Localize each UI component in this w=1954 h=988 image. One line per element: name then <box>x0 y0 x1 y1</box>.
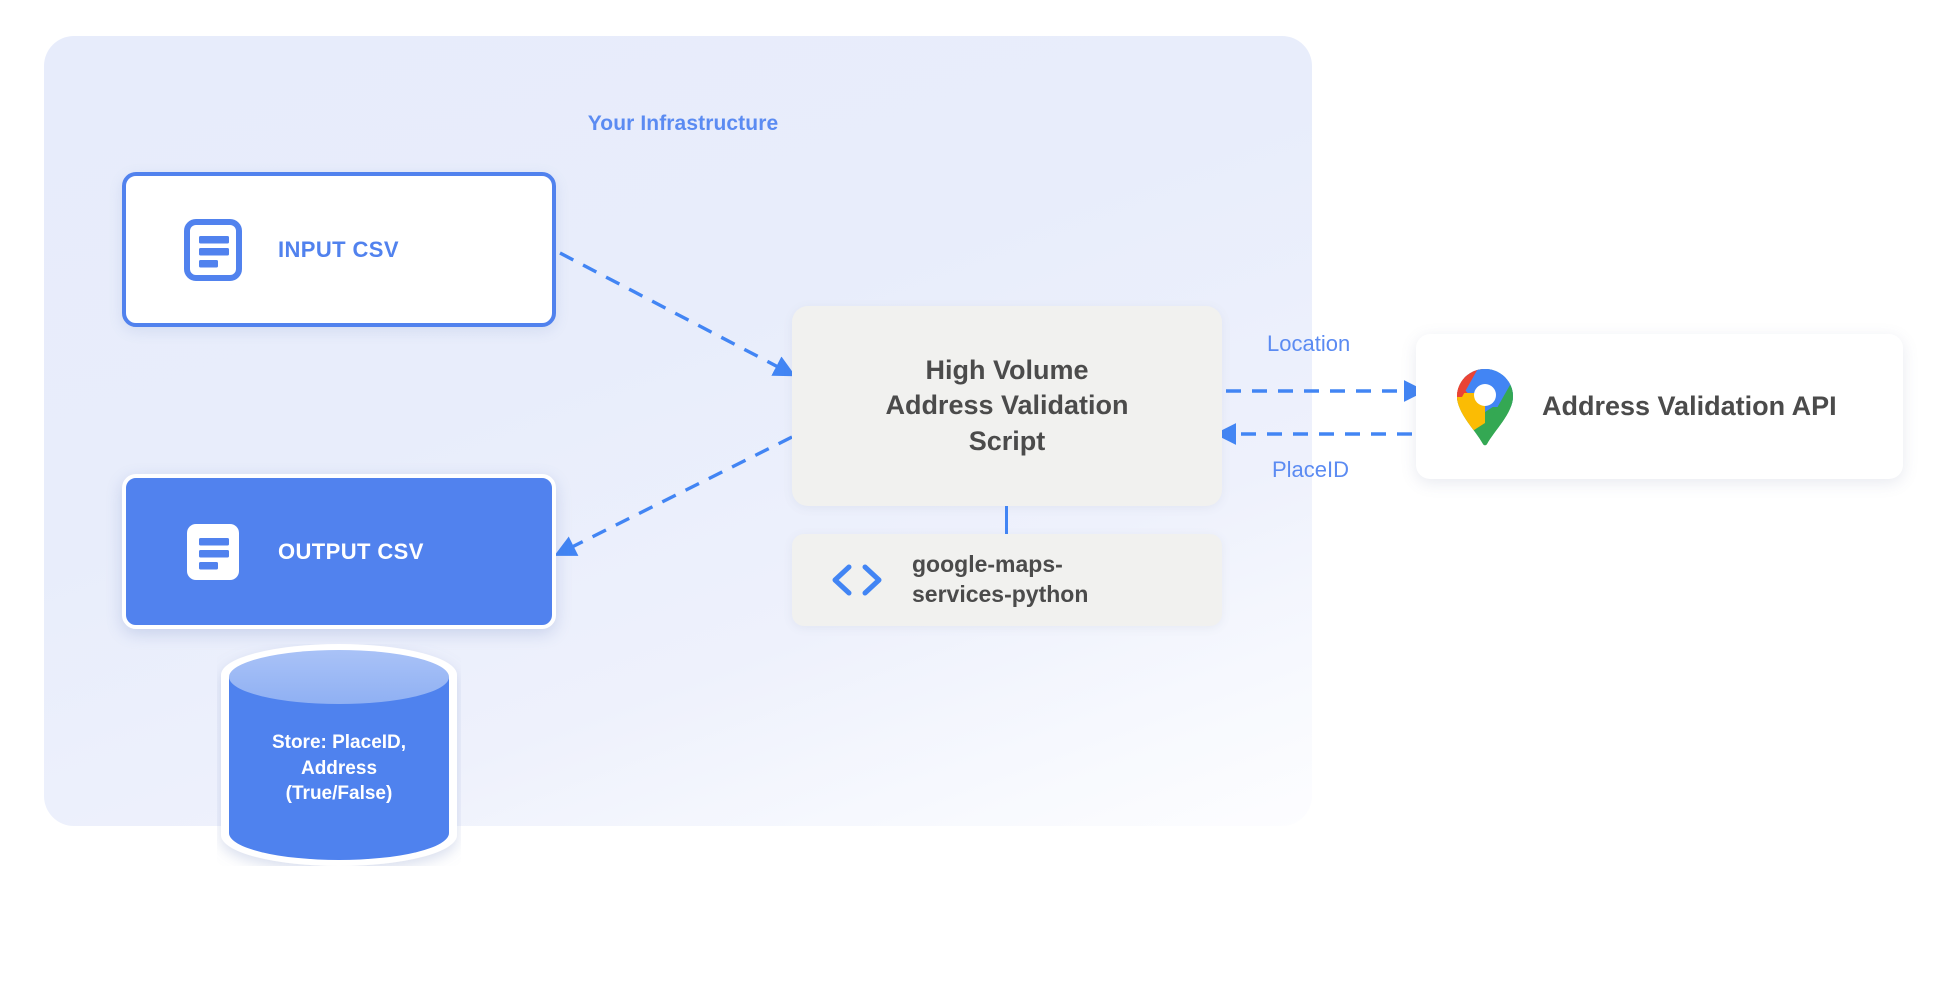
database-cylinder-icon <box>221 644 457 866</box>
library-label: google-maps- services-python <box>912 550 1088 610</box>
library-line-2: services-python <box>912 581 1089 607</box>
panel-title: Your Infrastructure <box>587 112 779 135</box>
node-input-csv[interactable]: INPUT CSV <box>122 172 556 327</box>
node-address-validation-api[interactable]: Address Validation API <box>1416 334 1903 479</box>
output-csv-label: OUTPUT CSV <box>278 538 424 564</box>
script-line-2: Address Validation <box>885 390 1129 421</box>
library-line-1: google-maps- <box>912 551 1063 578</box>
node-database-store[interactable] <box>217 644 461 866</box>
code-brackets-icon <box>832 564 882 596</box>
document-icon <box>184 218 242 281</box>
script-line-1: High Volume <box>925 354 1089 385</box>
google-maps-pin-icon <box>1457 368 1513 445</box>
script-line-3: Script <box>968 425 1046 456</box>
node-output-csv[interactable]: OUTPUT CSV <box>122 474 556 629</box>
edge-label-location: Location <box>1267 331 1351 356</box>
document-icon <box>187 523 239 580</box>
edge-label-placeid: PlaceID <box>1272 457 1350 482</box>
input-csv-label: INPUT CSV <box>278 236 399 262</box>
edge-script-to-library <box>1005 506 1008 534</box>
node-google-maps-services-python[interactable]: google-maps- services-python <box>792 534 1222 626</box>
node-validation-script[interactable]: High Volume Address Validation Script <box>792 306 1222 506</box>
api-label: Address Validation API <box>1542 391 1837 421</box>
